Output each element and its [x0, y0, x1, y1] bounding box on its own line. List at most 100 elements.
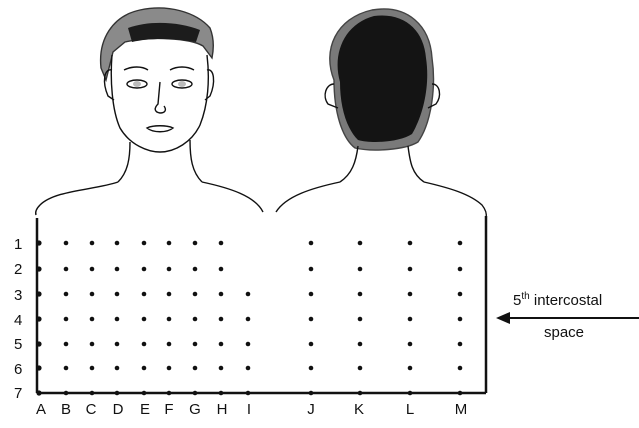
electrode-dot — [309, 366, 314, 371]
ordinal-suffix: th — [521, 291, 529, 302]
front-neck-right — [190, 140, 202, 182]
electrode-dot — [246, 391, 251, 396]
electrode-dot — [408, 342, 413, 347]
electrode-dot — [408, 317, 413, 322]
electrode-dot — [64, 292, 69, 297]
electrode-dot — [193, 391, 198, 396]
row-label: 2 — [14, 262, 22, 277]
electrode-dot — [246, 366, 251, 371]
back-neck-right — [408, 146, 424, 182]
electrode-dot — [219, 391, 224, 396]
electrode-dot — [115, 317, 120, 322]
electrode-dot — [219, 267, 224, 272]
electrode-dot — [64, 241, 69, 246]
column-label: K — [354, 402, 364, 417]
electrode-dot — [167, 342, 172, 347]
electrode-dot — [193, 317, 198, 322]
electrode-dot — [142, 342, 147, 347]
electrode-dot — [408, 267, 413, 272]
front-neck-left — [118, 142, 130, 182]
electrode-dot — [358, 391, 363, 396]
electrode-dot — [90, 342, 95, 347]
electrode-dot — [115, 391, 120, 396]
electrode-dot — [358, 317, 363, 322]
electrode-dot — [142, 391, 147, 396]
electrode-dot — [193, 292, 198, 297]
intercostal-arrow — [496, 312, 639, 324]
column-label: B — [61, 402, 71, 417]
electrode-dot — [115, 241, 120, 246]
row-label: 3 — [14, 288, 22, 303]
electrode-dot — [193, 267, 198, 272]
front-view-figure — [36, 8, 263, 215]
front-mouth — [147, 126, 173, 132]
front-hair — [101, 8, 214, 80]
electrode-dot — [142, 366, 147, 371]
electrode-dot — [193, 342, 198, 347]
electrode-dot — [90, 292, 95, 297]
back-view-figure — [276, 9, 486, 218]
electrode-dot — [115, 366, 120, 371]
electrode-dot — [309, 317, 314, 322]
electrode-dot — [64, 391, 69, 396]
intercostal-annotation-line1: 5th intercostal — [513, 292, 602, 308]
electrode-dot — [193, 241, 198, 246]
electrode-dot — [309, 391, 314, 396]
electrode-dot — [246, 317, 251, 322]
electrode-dot — [458, 267, 463, 272]
electrode-dot — [458, 391, 463, 396]
electrode-dot — [36, 266, 41, 271]
front-ear-right — [205, 70, 214, 100]
electrode-dot — [309, 292, 314, 297]
electrode-dot — [408, 292, 413, 297]
column-label: L — [406, 402, 414, 417]
electrode-dot — [167, 267, 172, 272]
electrode-dot — [309, 241, 314, 246]
column-label: E — [140, 402, 150, 417]
back-shoulder-left — [276, 182, 340, 212]
column-label: J — [307, 402, 315, 417]
electrode-dot — [36, 390, 41, 395]
electrode-dot — [142, 292, 147, 297]
electrode-dot — [115, 342, 120, 347]
electrode-dot — [219, 241, 224, 246]
row-label: 4 — [14, 313, 22, 328]
electrode-dot — [142, 317, 147, 322]
electrode-dot — [115, 292, 120, 297]
electrode-dot — [36, 341, 41, 346]
electrode-dot — [167, 391, 172, 396]
column-label: C — [86, 402, 97, 417]
electrode-dot — [458, 366, 463, 371]
front-nose — [155, 82, 165, 113]
electrode-dot — [358, 342, 363, 347]
electrode-dot — [167, 241, 172, 246]
electrode-dot — [219, 366, 224, 371]
electrode-dot — [408, 241, 413, 246]
electrode-dot — [36, 365, 41, 370]
electrode-dot — [458, 292, 463, 297]
electrode-dot — [142, 267, 147, 272]
grid-frame — [37, 216, 486, 393]
electrode-dot — [64, 366, 69, 371]
column-label: I — [247, 402, 251, 417]
back-shoulder-right — [424, 182, 486, 218]
electrode-dot — [458, 342, 463, 347]
electrode-dot — [90, 317, 95, 322]
electrode-dot — [142, 241, 147, 246]
column-label: F — [164, 402, 173, 417]
electrode-dot — [64, 317, 69, 322]
row-label: 6 — [14, 362, 22, 377]
electrode-dot — [309, 342, 314, 347]
column-label: D — [113, 402, 124, 417]
electrode-dot — [193, 366, 198, 371]
electrode-dot — [458, 317, 463, 322]
electrode-dots — [36, 240, 462, 395]
front-shoulder-right — [202, 182, 263, 212]
electrode-dot — [90, 267, 95, 272]
intercostal-annotation-line2: space — [544, 325, 584, 340]
electrode-dot — [219, 292, 224, 297]
electrode-dot — [167, 292, 172, 297]
column-label: A — [36, 402, 46, 417]
